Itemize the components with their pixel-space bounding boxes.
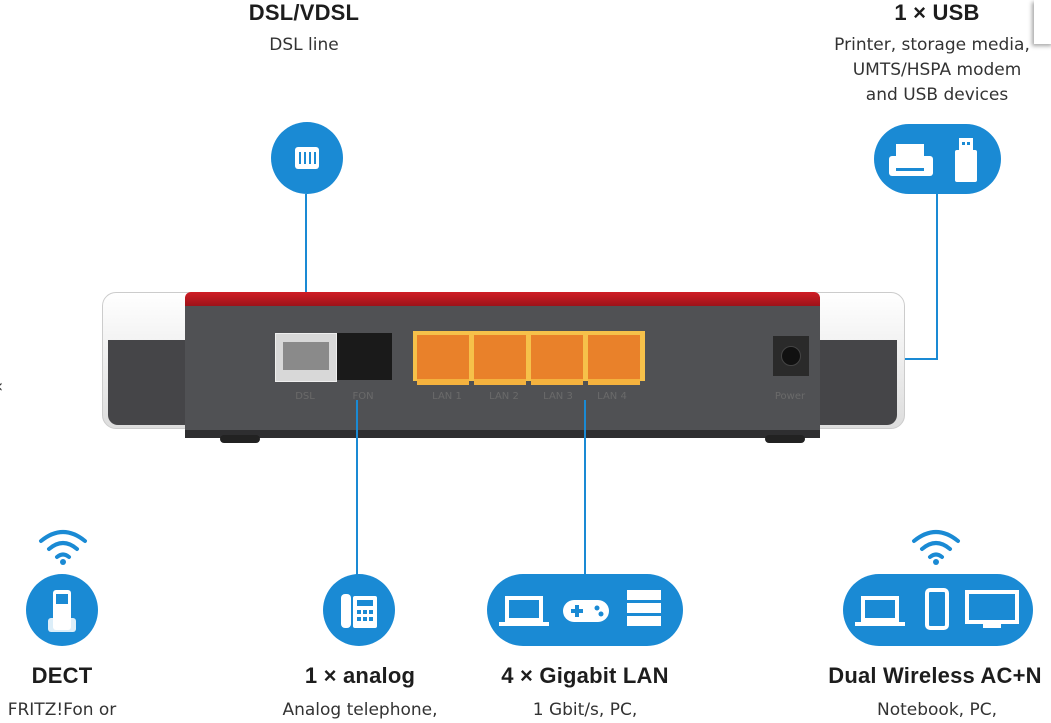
analog-title: 1 × analog [304, 663, 416, 688]
dsl-title: DSL/VDSL [248, 0, 360, 25]
wireless-subtitle: Notebook, PC, [876, 700, 998, 720]
port-label-lan1: LAN 1 [432, 391, 462, 402]
port-dsl [275, 333, 337, 382]
wireless-title: Dual Wireless AC+N [828, 663, 1042, 688]
usb-subtitle-3: and USB devices [865, 85, 1009, 105]
port-label-lan2: LAN 2 [489, 391, 519, 402]
port-label-fon: FON [352, 391, 374, 402]
analog-subtitle: Analog telephone, [282, 700, 438, 720]
laptop-icon [855, 596, 905, 626]
dsl-port-icon [271, 122, 343, 194]
usb-icon-group [874, 124, 1001, 194]
gamepad-icon [563, 600, 609, 622]
dect-title: DECT [31, 663, 93, 688]
dect-subtitle: FRITZ!Fon or [7, 700, 117, 720]
wifi-icon [39, 530, 87, 565]
lan-icon-group [487, 574, 683, 646]
dsl-connector-line [305, 194, 307, 322]
usb-subtitle-2: UMTS/HSPA modem [852, 60, 1022, 80]
server-icon [627, 590, 661, 626]
wifi-icon [912, 530, 960, 565]
port-label-power: Power [774, 391, 806, 402]
monitor-icon [965, 590, 1019, 628]
partial-panel [1034, 0, 1051, 44]
port-label-lan3: LAN 3 [543, 391, 573, 402]
usb-subtitle-1: Printer, storage media, [834, 35, 1030, 55]
smartphone-icon [925, 588, 949, 630]
usb-stick-icon [955, 138, 977, 182]
usb-connector-line [936, 194, 938, 360]
usb-title: 1 × USB [894, 0, 980, 25]
lan-connector-line [584, 400, 586, 576]
desk-phone-icon [323, 574, 395, 646]
dsl-subtitle: DSL line [269, 35, 339, 55]
usb-connector-line-h [905, 358, 938, 360]
prev-arrow-icon[interactable]: ‹ [0, 376, 3, 397]
laptop-icon [505, 596, 543, 622]
wireless-icon-group [843, 574, 1033, 646]
lan-subtitle: 1 Gbit/s, PC, [532, 700, 638, 720]
analog-connector-line [356, 400, 358, 576]
port-label-dsl: DSL [295, 391, 315, 402]
cordless-phone-icon [26, 574, 98, 646]
port-label-lan4: LAN 4 [597, 391, 627, 402]
port-fon [337, 333, 392, 380]
lan-title: 4 × Gigabit LAN [501, 663, 669, 688]
printer-icon [889, 144, 933, 176]
port-lan-block [413, 331, 645, 385]
port-power [773, 336, 809, 376]
